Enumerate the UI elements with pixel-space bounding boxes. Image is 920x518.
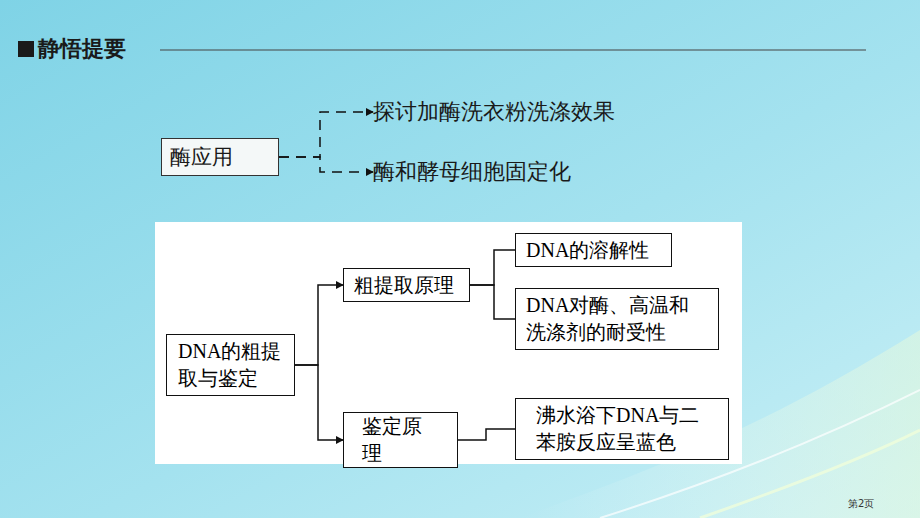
node-text: DNA对酶、高温和洗涤剂的耐受性 <box>526 292 708 346</box>
page-number: 第2页 <box>848 497 874 511</box>
slide-title: 静悟提要 <box>38 34 126 64</box>
topic-item: 酶和酵母细胞固定化 <box>373 156 653 188</box>
connector <box>295 285 343 365</box>
title-rule <box>160 49 866 50</box>
connector <box>470 250 515 285</box>
connector <box>279 157 373 172</box>
detail-box: 沸水浴下DNA与二苯胺反应呈蓝色 <box>515 398 729 460</box>
node-text: 酶和酵母细胞固定化 <box>373 157 653 187</box>
detail-box: DNA的溶解性 <box>515 233 672 267</box>
node-text: DNA的溶解性 <box>526 237 661 264</box>
node-text: 粗提取原理 <box>354 272 459 299</box>
connector <box>458 429 515 440</box>
node-text: DNA的粗提取与鉴定 <box>178 338 283 392</box>
title-bullet <box>18 41 34 57</box>
connector <box>470 285 515 319</box>
connector <box>295 365 343 440</box>
detail-box: DNA对酶、高温和洗涤剂的耐受性 <box>515 288 719 350</box>
root-box: DNA的粗提取与鉴定 <box>166 334 295 396</box>
connector <box>279 112 373 157</box>
node-text: 沸水浴下DNA与二苯胺反应呈蓝色 <box>536 402 708 456</box>
process-box: 鉴定原理 <box>343 412 458 468</box>
node-text: 探讨加酶洗衣粉洗涤效果 <box>373 97 673 127</box>
node-text: 酶应用 <box>170 143 278 171</box>
node-text: 鉴定原理 <box>362 413 439 467</box>
topic-item: 探讨加酶洗衣粉洗涤效果 <box>373 96 673 128</box>
process-box: 粗提取原理 <box>343 268 470 302</box>
topic-box: 酶应用 <box>161 138 279 176</box>
